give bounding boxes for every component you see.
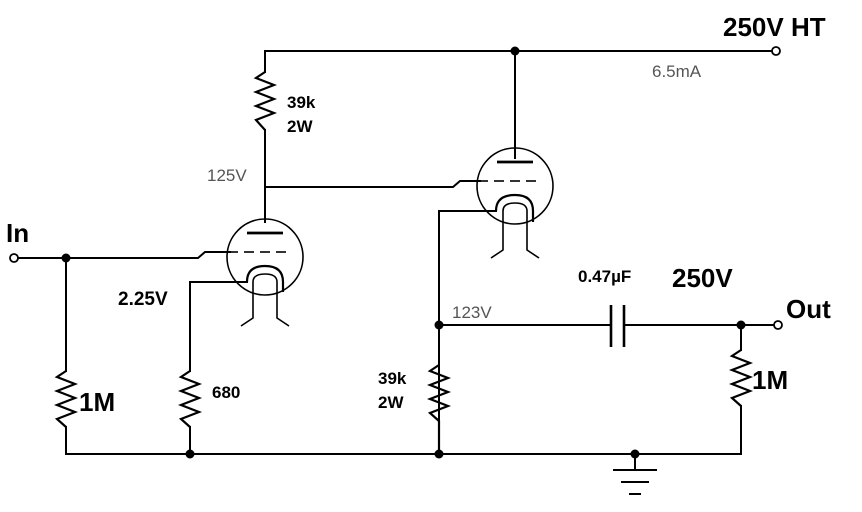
input-terminal [9,253,19,263]
ground-symbol [613,469,657,495]
follower-voltage-label: 123V [452,303,492,322]
output-resistor-label: 1M [752,365,788,395]
anode-to-grid-wire [264,180,481,188]
follower-resistor [426,364,452,454]
ground-junction-cathode [185,449,195,459]
capacitor-rating-label: 250V [672,263,733,293]
lower-anode-voltage-label: 125V [207,166,247,185]
upper-triode [476,147,554,259]
input-wire [17,251,231,259]
follower-resistor-value-label: 39k [378,369,407,388]
cathode-voltage-label: 2.25V [118,289,168,310]
output-label: Out [786,294,831,324]
ht-terminal [771,46,781,56]
lower-triode [226,218,304,327]
upper-resistor-power-label: 2W [287,117,313,136]
input-junction [61,253,71,263]
ht-supply-label: 250V HT [723,12,826,42]
upper-anode-resistor [252,71,278,131]
capacitor-value-label: 0.47µF [578,267,631,286]
ground-junction-main [630,449,640,459]
junction-dots [61,46,746,459]
upper-resistor-value-label: 39k [287,93,316,112]
output-terminal [773,320,783,330]
cathode-resistor [177,370,203,428]
ht-junction [510,46,520,56]
ht-current-label: 6.5mA [652,62,702,81]
input-label: In [6,218,29,248]
ground-junction-follower [434,449,444,459]
cathode-resistor-label: 680 [212,383,240,402]
wires [17,50,777,471]
output-resistor [728,349,754,407]
follower-resistor-power-label: 2W [378,393,404,412]
coupling-capacitor [609,305,626,347]
lower-cathode-wire [189,281,248,372]
upper-cathode-wire [438,210,497,455]
grid-resistor [53,370,79,428]
follower-junction [434,320,444,330]
grid-resistor-label: 1M [79,387,115,417]
output-junction [736,320,746,330]
